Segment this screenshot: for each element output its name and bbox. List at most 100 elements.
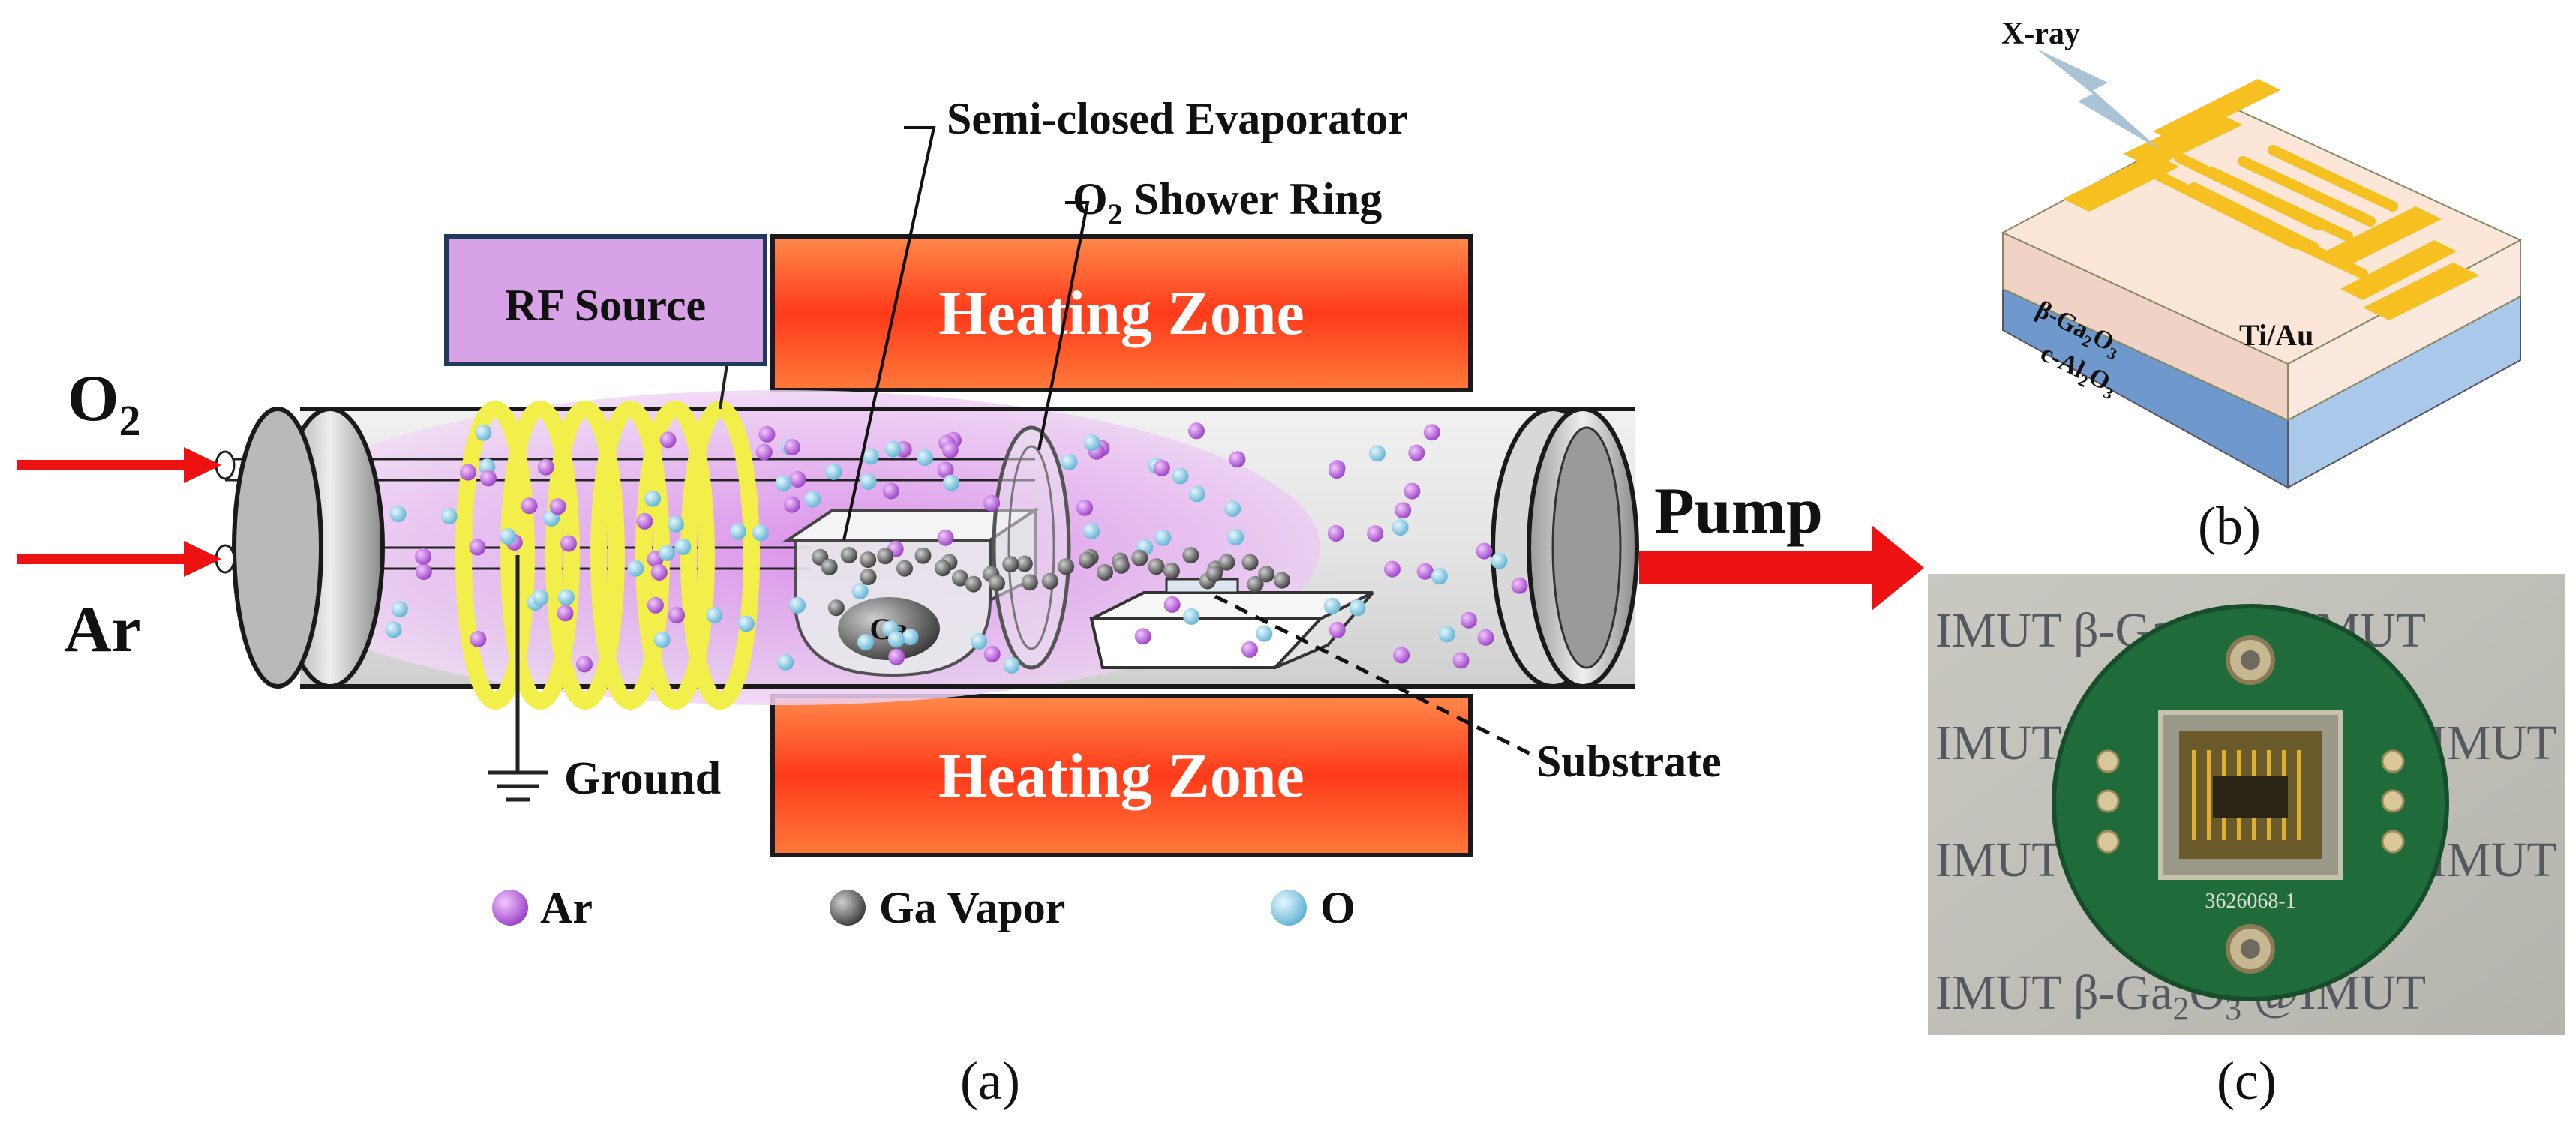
o-particle — [532, 589, 549, 606]
ar-particle — [937, 529, 954, 546]
o-particle — [499, 528, 516, 545]
o-particle — [775, 475, 792, 492]
o-particle — [1183, 608, 1200, 625]
rf-source-box: RF Source — [444, 234, 767, 366]
ar-input-label: Ar — [64, 593, 141, 666]
o-particle — [804, 491, 821, 508]
ga-particle — [1274, 572, 1290, 589]
ar-particle — [557, 605, 574, 622]
pcb-pads-right — [2381, 749, 2405, 854]
panel-a: Heating Zone Heating Zone — [17, 94, 1924, 1111]
o-particle — [674, 538, 692, 555]
o-particle — [1431, 568, 1448, 585]
panel-c: IMUT β-Ga2O3 @IMUT IMUT IMUT IMUT IMUT I… — [1928, 574, 2565, 1111]
ga-particle — [1163, 562, 1180, 579]
ar-particle — [1367, 525, 1384, 542]
ga-particle — [1241, 554, 1259, 571]
o-particle — [644, 490, 662, 507]
ga-particle — [989, 575, 1005, 592]
shower-ring-label: O2 Shower Ring — [1073, 174, 1382, 231]
o2-input-sub: 2 — [119, 396, 140, 445]
o-particle — [851, 582, 869, 599]
caption-c: (c) — [2217, 1051, 2277, 1111]
ga-particle — [877, 548, 894, 565]
panel-b: X-ray β-Ga2O3 c-Al2O3 Ti/Au (b) — [2001, 17, 2523, 556]
o-particle — [730, 523, 746, 540]
ar-inlet-arrow — [17, 541, 221, 577]
ga-particle — [840, 547, 857, 563]
pcb-board: 3626068-1 — [2052, 604, 2449, 1001]
o-particle — [653, 631, 671, 648]
o-particle — [737, 615, 755, 632]
o-particle — [943, 474, 959, 491]
ar-particle — [1476, 542, 1493, 560]
ar-particle — [521, 497, 538, 515]
shower-ring-suffix: Shower Ring — [1123, 174, 1383, 224]
ar-particle — [983, 645, 1001, 662]
ga-particle — [1078, 551, 1095, 569]
leader-lines — [842, 126, 1532, 756]
watermark-row-3: IMUT — [1935, 833, 2062, 887]
heating-zone-bottom: Heating Zone — [770, 694, 1473, 857]
ga-particle — [1041, 572, 1058, 590]
electrode-label: Ti/Au — [2239, 318, 2313, 352]
ga-particle — [1247, 575, 1264, 593]
ar-particle — [1329, 621, 1346, 638]
ar-particle — [941, 441, 959, 458]
o-particle — [917, 449, 933, 466]
heating-zone-top-label: Heating Zone — [938, 278, 1305, 348]
ar-particle — [758, 425, 776, 443]
ar-particle — [415, 548, 431, 565]
o-particle — [1349, 599, 1366, 617]
o-particle — [1392, 519, 1409, 536]
xray-bolt — [2037, 49, 2160, 150]
ga-particle — [934, 560, 951, 577]
o-particle — [752, 524, 769, 542]
caption-b: (b) — [2198, 496, 2261, 556]
ar-particle — [1328, 462, 1345, 479]
evaporator-label: Semi-closed Evaporator — [947, 94, 1408, 143]
wm4-prefix: IMUT β-Ga — [1935, 965, 2172, 1020]
ar-particle — [1229, 451, 1246, 468]
o-particle — [825, 463, 842, 480]
o-particle — [668, 515, 684, 533]
o-particle — [1003, 656, 1020, 674]
ar-particle — [415, 563, 432, 581]
ar-particle — [1395, 502, 1412, 519]
o-particle — [1368, 445, 1386, 462]
ar-particle — [1460, 611, 1477, 629]
o-particle — [887, 631, 905, 648]
o-particle — [1172, 467, 1189, 485]
ar-particle — [1452, 652, 1470, 669]
ground-symbol: Ground — [488, 555, 721, 804]
ar-particle — [1416, 563, 1434, 580]
legend-label-ga: Ga Vapor — [879, 883, 1065, 932]
ar-particle — [1511, 577, 1528, 594]
o-particle — [391, 601, 408, 617]
heating-zone-top: Heating Zone — [770, 234, 1473, 392]
legend-item-o: O — [1271, 883, 1356, 932]
o-particle — [884, 440, 902, 458]
watermark-row-2: IMUT — [1935, 716, 2062, 770]
ar-particle — [479, 470, 497, 487]
ga-particle — [1131, 549, 1148, 566]
ga-particle — [827, 599, 845, 617]
shower-ring-prefix: O — [1073, 174, 1108, 224]
ga-particle — [860, 551, 877, 569]
ar-particle — [1076, 499, 1093, 516]
ar-particle — [937, 461, 954, 479]
o-particle — [1083, 523, 1100, 540]
ar-particle — [549, 498, 566, 515]
o-particle — [1323, 597, 1341, 614]
o-particle — [971, 633, 988, 650]
shower-ring-sub: 2 — [1108, 197, 1123, 231]
ar-particle — [1404, 482, 1421, 500]
o2-input-label: O2 — [68, 362, 140, 445]
interdigitated-electrodes — [2063, 79, 2479, 320]
o-particle — [1061, 453, 1078, 470]
ga-particle — [1002, 556, 1019, 573]
o-particle — [857, 634, 874, 651]
particle-cloud — [385, 422, 1528, 674]
wm4-s1: 2 — [2172, 990, 2189, 1027]
